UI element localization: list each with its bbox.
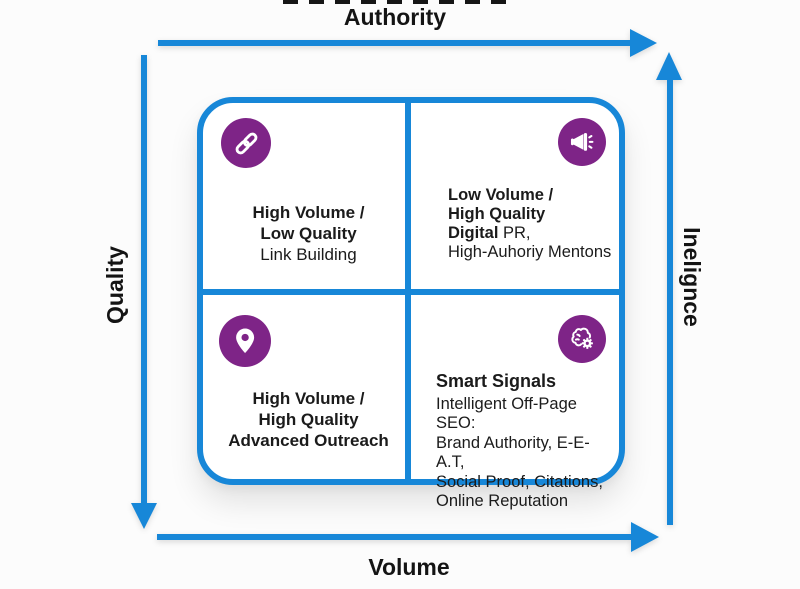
quadrant-top-left-text: High Volume / Low Quality Link Building xyxy=(203,202,414,265)
quadrant-title-line: High Quality xyxy=(258,410,359,429)
quadrant-bottom-right-text: Smart Signals Intelligent Off-Page SEO: … xyxy=(436,371,616,512)
authority-axis-arrow xyxy=(158,29,658,57)
brain-gear-icon xyxy=(558,315,606,363)
authority-arrow-shaft xyxy=(158,40,630,46)
axis-label-authority: Authority xyxy=(343,4,447,30)
quadrant-body-line: Brand Authority, E-E-A.T, xyxy=(436,433,590,472)
cropped-title-fragments xyxy=(283,0,509,4)
quadrant-title-line: High Volume / xyxy=(252,203,365,222)
quadrant-title-line: High Quality xyxy=(448,205,546,223)
subtitle-bold-part: Digital xyxy=(448,224,499,242)
axis-label-quality: Quality xyxy=(102,246,128,324)
quadrant-title: Smart Signals xyxy=(436,371,557,391)
axis-label-volume: Volume xyxy=(368,554,450,580)
volume-axis-arrow xyxy=(157,522,663,552)
quality-axis-arrow xyxy=(131,55,159,530)
quadrant-body-line: Online Reputation xyxy=(436,492,569,510)
megaphone-icon xyxy=(558,118,606,166)
quadrant-bottom-left-text: High Volume / High Quality Advanced Outr… xyxy=(203,388,414,451)
quadrant-title-line: High Volume / xyxy=(252,389,365,408)
volume-arrow-shaft xyxy=(157,534,631,540)
arrow-up-icon xyxy=(656,52,682,80)
quadrant-subtitle: Digital PR, xyxy=(448,224,620,243)
subtitle-regular-part: PR, xyxy=(498,224,531,242)
quadrant-subtitle: Link Building xyxy=(260,245,357,264)
quadrant-title-line: Low Quality xyxy=(260,224,357,243)
quadrant-top-right-text: Low Volume / High Quality Digital PR, Hi… xyxy=(448,186,620,262)
arrow-right-icon xyxy=(630,29,657,57)
matrix-horizontal-divider xyxy=(203,289,619,295)
intelligence-axis-arrow xyxy=(656,52,684,527)
quadrant-body-line: Intelligent Off-Page SEO: xyxy=(436,394,577,433)
quadrant-matrix: High Volume / Low Quality Link Building xyxy=(197,97,625,510)
quadrant-subtitle: High-Auhoriy Mentons xyxy=(448,243,612,261)
chain-link-icon xyxy=(221,118,271,168)
arrow-right-icon xyxy=(631,522,659,552)
quadrant-body-line: Social Proof, Citations, xyxy=(436,472,603,491)
quality-arrow-shaft xyxy=(141,55,147,503)
quadrant-title-line: Low Volume / xyxy=(448,186,554,204)
quadrant-subtitle: Advanced Outreach xyxy=(228,431,389,450)
location-pin-icon xyxy=(219,315,271,367)
intelligence-arrow-shaft xyxy=(667,80,673,525)
arrow-down-icon xyxy=(131,503,157,529)
